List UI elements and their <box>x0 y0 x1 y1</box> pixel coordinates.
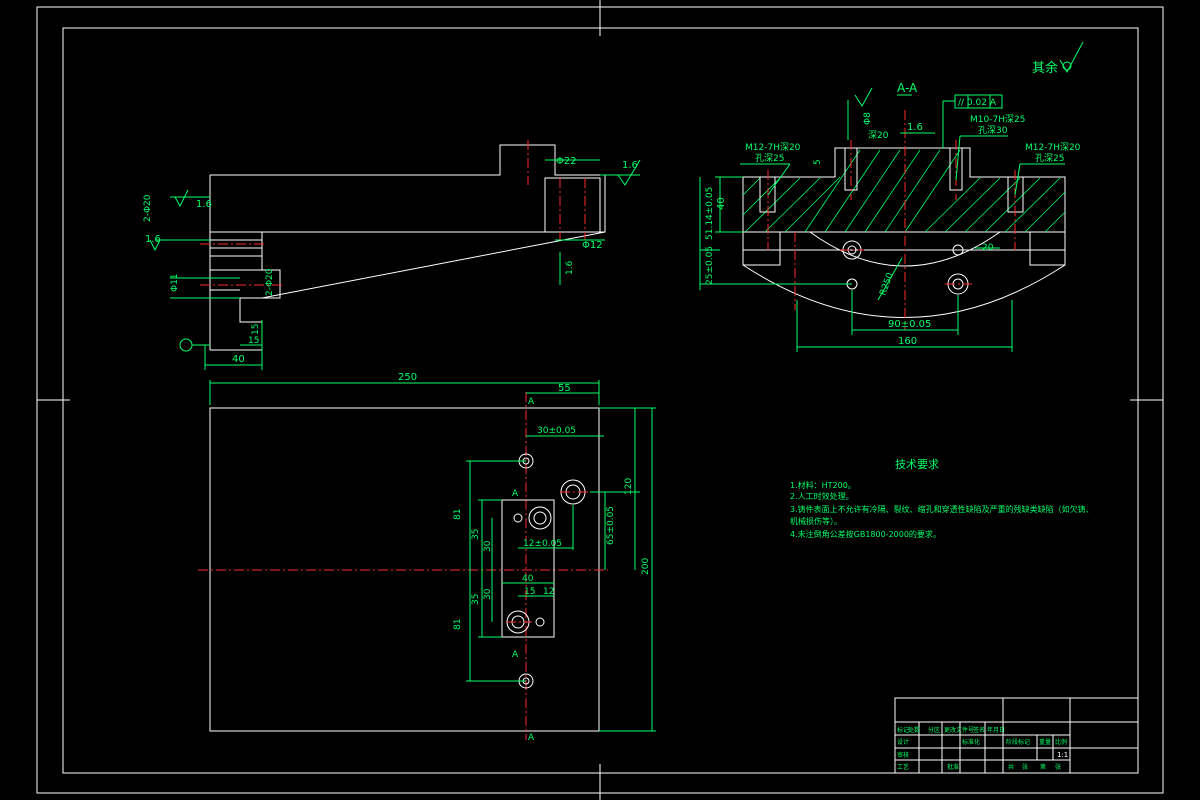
plan-h35: 35 <box>471 529 481 540</box>
side-ra-top: 1.6 <box>622 160 638 171</box>
side-view: Φ22 1.6 1.6 2-Φ20 1.6 Φ12 1.6 Φ11 2-Φ20 … <box>143 140 641 370</box>
plan-h30: 30 <box>483 540 493 552</box>
section-hole-left: 孔深25 <box>755 153 784 164</box>
plan-w55: 55 <box>558 383 571 394</box>
sheet-frame <box>36 0 1164 800</box>
tech-line-2: 2.人工时效处理。 <box>790 491 854 501</box>
section-thread-center: M10-7H深25 <box>970 114 1025 125</box>
tech-title: 技术要求 <box>895 458 939 471</box>
roughness-note: 其余 <box>1032 41 1084 76</box>
section-label: A-A <box>897 81 918 95</box>
side-ra-mid: 1.6 <box>145 234 161 245</box>
plan-w15: 15 <box>524 587 535 597</box>
plan-h120: 120 <box>624 478 634 495</box>
section-r250: R250 <box>878 271 896 297</box>
section-deep20: 深20 <box>868 130 889 141</box>
side-w15b: 15 <box>251 324 261 335</box>
tb-sheet-total: 共 <box>1008 763 1014 771</box>
plan-h81: 81 <box>453 509 463 520</box>
section-view: A-A <box>699 81 1081 352</box>
plan-h81b: 81 <box>453 619 463 630</box>
section-h51: 51.14±0.05 <box>705 187 715 240</box>
plan-w250: 250 <box>398 372 417 383</box>
tb-mark: 标记 <box>897 726 909 734</box>
tech-line-4: 机械损伤等）。 <box>790 516 842 526</box>
plan-h30b: 30 <box>483 588 493 600</box>
plan-w30: 30±0.05 <box>537 426 576 436</box>
hatch-pattern <box>742 149 1066 233</box>
tb-approve: 批准 <box>947 763 959 771</box>
tb-stage: 阶段标记 <box>1006 738 1030 746</box>
plan-h35b: 35 <box>471 594 481 605</box>
tech-line-5: 4.未注倒角公差按GB1800-2000的要求。 <box>790 529 941 539</box>
tb-ratio: 比例 <box>1055 738 1067 746</box>
section-d20: 20 <box>982 243 994 253</box>
section-ra: 1.6 <box>907 122 923 133</box>
section-w160: 160 <box>898 336 917 347</box>
tb-scale: 1:1 <box>1057 751 1068 759</box>
section-w90: 90±0.05 <box>888 319 931 330</box>
section-thread-right: M12-7H深20 <box>1025 142 1081 153</box>
roughness-note-text: 其余 <box>1032 60 1058 76</box>
tb-date: 年月日 <box>987 726 1005 734</box>
plan-h200: 200 <box>641 558 651 575</box>
tb-sign: 签名 <box>973 726 985 734</box>
side-hole-mid: Φ12 <box>582 240 603 251</box>
section-h40: 40 <box>716 197 727 210</box>
section-hole-right: 孔深25 <box>1035 153 1064 164</box>
tb-sheet-unit2: 张 <box>1055 763 1061 771</box>
side-hole-small: 2-Φ20 <box>265 268 275 296</box>
tb-zone: 分区 <box>928 726 940 734</box>
side-dim-d22: Φ22 <box>556 156 577 167</box>
title-block: 标记 处数 分区 更改文件号 签名 年月日 设计 标准化 审核 工艺 批准 阶段… <box>894 697 1139 774</box>
plan-a3: A <box>528 733 535 743</box>
tech-line-1: 1.材料：HT200。 <box>790 480 856 490</box>
plan-a-top: A <box>528 397 535 407</box>
tech-line-3: 3.铸件表面上不允许有冷隔、裂纹、缩孔和穿透性缺陷及严重的残缺类缺陷（如欠铸、 <box>790 504 1094 514</box>
plan-w12b: 12 <box>543 587 554 597</box>
tb-sheet-no: 第 <box>1040 763 1046 771</box>
tb-count: 处数 <box>908 726 920 734</box>
side-ra-left: 1.6 <box>196 199 212 210</box>
section-dim5: 5 <box>813 159 823 165</box>
side-w15: 15 <box>248 336 259 346</box>
side-ra-low: 1.6 <box>565 260 575 275</box>
section-hole-center: 孔深30 <box>978 125 1008 136</box>
tb-process: 工艺 <box>897 763 909 771</box>
tb-standard: 标准化 <box>962 738 980 746</box>
tb-sheet-unit: 张 <box>1022 763 1028 771</box>
plan-w12: 12±0.05 <box>523 539 562 549</box>
tb-design: 设计 <box>897 738 909 746</box>
plan-view: A A A A 250 55 30±0.05 200 120 65±0.05 1… <box>198 372 656 743</box>
plan-a1: A <box>512 489 519 499</box>
tb-review: 审核 <box>897 751 909 759</box>
section-thread-left: M12-7H深20 <box>745 142 801 153</box>
plan-h65: 65±0.05 <box>606 506 616 545</box>
section-flatness: // 0.02 A <box>958 98 997 108</box>
tb-change: 更改文件号 <box>944 726 974 734</box>
plan-a2: A <box>512 650 519 660</box>
tb-weight: 重量 <box>1039 738 1051 746</box>
side-d11: Φ11 <box>170 273 180 292</box>
side-w40: 40 <box>232 354 245 365</box>
side-hole-top: 2-Φ20 <box>143 194 153 222</box>
section-h25: 25±0.05 <box>705 246 715 285</box>
section-d8: Φ8 <box>863 112 873 125</box>
plan-w40: 40 <box>522 574 534 584</box>
technical-requirements: 技术要求 1.材料：HT200。 2.人工时效处理。 3.铸件表面上不允许有冷隔… <box>790 458 1094 539</box>
